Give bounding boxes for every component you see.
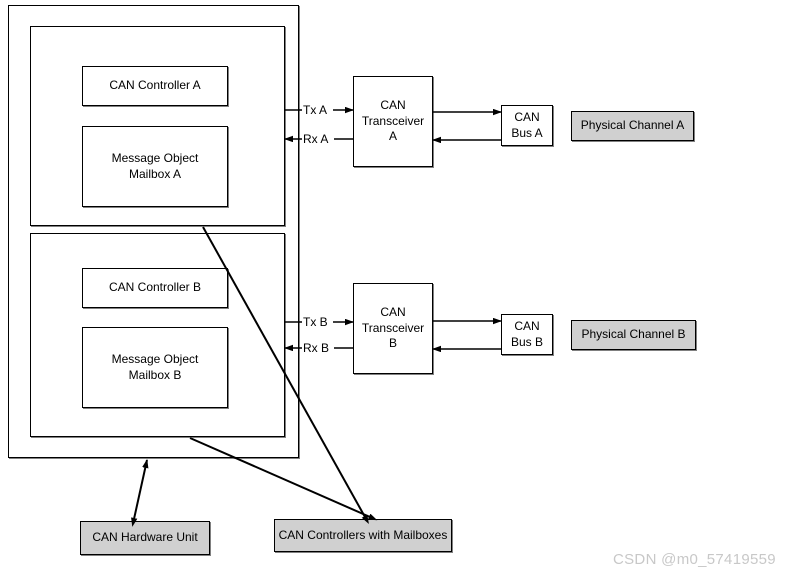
can-transceiver-b-box: CAN Transceiver B: [353, 283, 433, 374]
can-transceiver-a-label-line2: Transceiver: [361, 113, 425, 128]
can-bus-b-label-line1: CAN: [514, 319, 540, 334]
physical-channel-b-box: Physical Channel B: [571, 320, 696, 350]
can-transceiver-a-label-line1: CAN: [380, 98, 406, 113]
csdn-watermark: CSDN @m0_57419559: [613, 551, 776, 568]
can-controller-b-box: CAN Controller B: [82, 268, 228, 308]
physical-channel-b-label: Physical Channel B: [581, 327, 686, 342]
can-transceiver-a-box: CAN Transceiver A: [353, 76, 433, 167]
can-controller-a-label: CAN Controller A: [109, 78, 201, 93]
mailbox-b-label-line2: Mailbox B: [128, 367, 182, 382]
can-bus-a-label-line1: CAN: [514, 110, 540, 125]
message-object-mailbox-a-box: Message Object Mailbox A: [82, 126, 228, 207]
transceiver-bus-lines-a: [432, 108, 502, 144]
rx-b-label: Rx B: [303, 341, 330, 355]
tx-a-label: Tx A: [303, 103, 328, 117]
can-controller-b-label: CAN Controller B: [108, 280, 202, 295]
physical-channel-a-box: Physical Channel A: [571, 111, 694, 141]
physical-channel-a-label: Physical Channel A: [580, 118, 685, 133]
can-controller-group-a: [30, 26, 285, 226]
mailbox-b-label-line1: Message Object: [111, 352, 199, 367]
can-bus-a-box: CAN Bus A: [501, 105, 553, 146]
annotation-can-controllers-mailboxes-label: CAN Controllers with Mailboxes: [278, 527, 448, 542]
can-bus-b-box: CAN Bus B: [501, 314, 553, 355]
mailbox-a-label-line1: Message Object: [111, 151, 199, 166]
message-object-mailbox-b-box: Message Object Mailbox B: [82, 327, 228, 408]
annotation-can-hardware-unit-box: CAN Hardware Unit: [80, 521, 210, 555]
mailbox-a-label-line2: Mailbox A: [128, 166, 182, 181]
can-transceiver-b-label-line2: Transceiver: [361, 320, 425, 335]
can-bus-b-label-line2: Bus B: [510, 334, 543, 349]
can-bus-a-label-line2: Bus A: [511, 125, 543, 140]
transceiver-bus-lines-b: [432, 317, 502, 353]
annotation-can-hardware-unit-label: CAN Hardware Unit: [92, 530, 198, 545]
rx-a-label: Rx A: [303, 132, 329, 146]
annotation-can-controllers-mailboxes-box: CAN Controllers with Mailboxes: [274, 519, 452, 552]
can-controller-a-box: CAN Controller A: [82, 66, 228, 106]
leader-hardware-unit: [131, 459, 149, 527]
can-transceiver-b-label-line3: B: [388, 336, 397, 351]
tx-b-label: Tx B: [303, 315, 328, 329]
can-transceiver-a-label-line3: A: [388, 129, 397, 144]
can-transceiver-b-label-line1: CAN: [380, 305, 406, 320]
